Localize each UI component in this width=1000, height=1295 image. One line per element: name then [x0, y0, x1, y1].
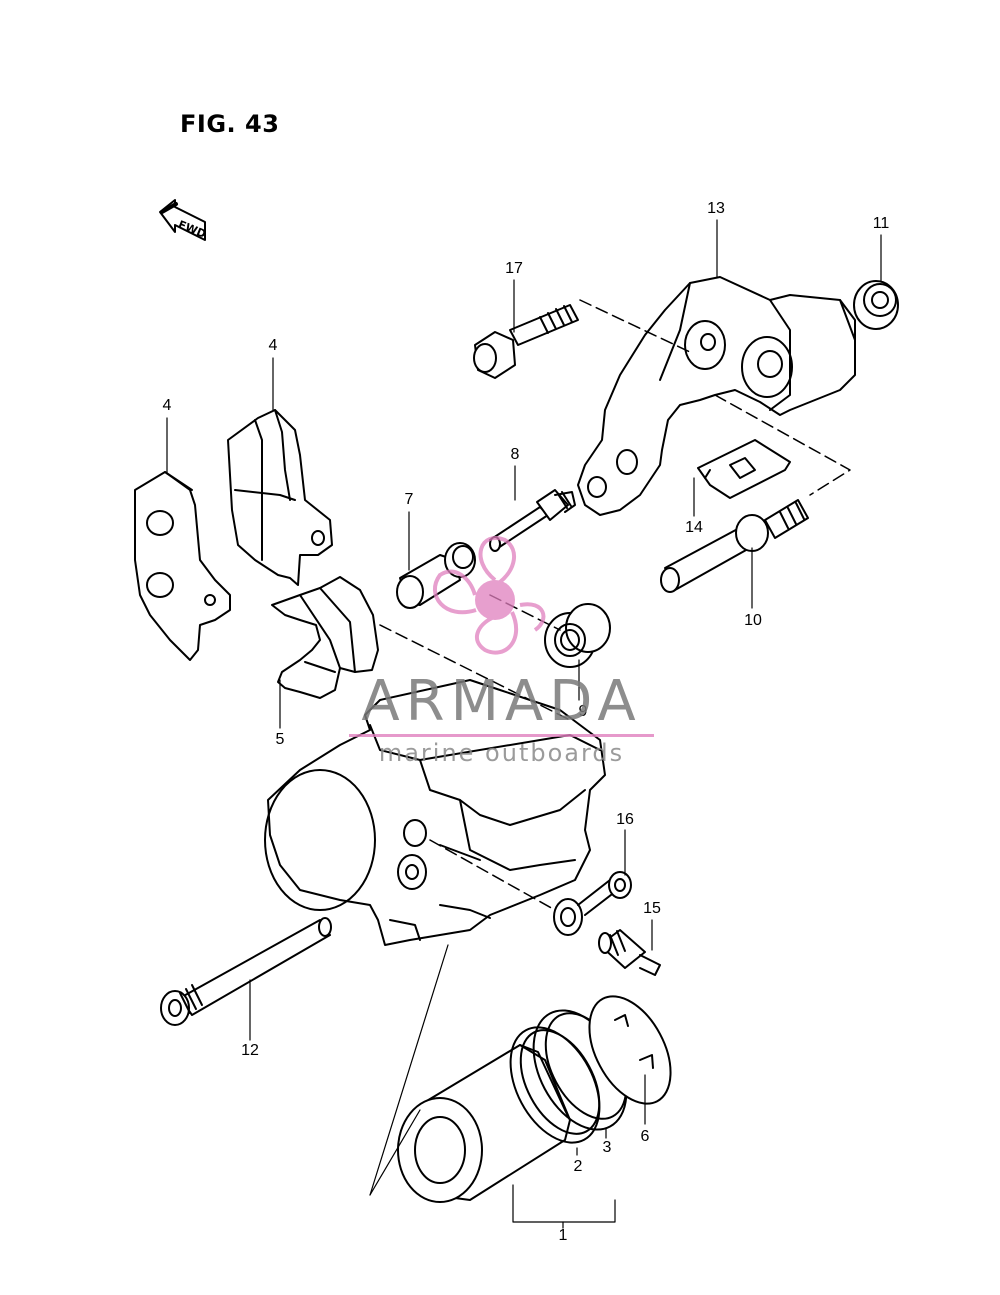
bleeder-cap [553, 871, 632, 936]
bracket-bolt [473, 304, 579, 379]
slide-pin-long [660, 499, 809, 593]
armada-logo-icon [433, 536, 546, 655]
callout-5: 5 [275, 731, 285, 748]
callout-2: 2 [573, 1158, 583, 1175]
piston-seals [509, 1009, 628, 1144]
callout-11: 11 [872, 215, 890, 232]
pad-spring [271, 576, 379, 699]
flange-nut [853, 280, 899, 330]
callout-4-pad: 4 [268, 337, 278, 354]
brake-pad [227, 409, 333, 586]
callout-14: 14 [685, 519, 703, 536]
caliper-bracket [577, 276, 856, 516]
callout-16: 16 [616, 811, 634, 828]
callout-3: 3 [602, 1139, 612, 1156]
watermark-tagline: marine outboards [378, 739, 625, 767]
callout-6: 6 [640, 1128, 650, 1145]
pin-bolt [489, 489, 576, 552]
callout-7: 7 [404, 491, 414, 508]
piston-boot [588, 995, 672, 1105]
watermark-rule [349, 734, 654, 737]
slide-pin-small [396, 542, 476, 609]
callout-12: 12 [241, 1042, 259, 1059]
figure-title: FIG. 43 [180, 110, 280, 138]
fwd-arrow-icon: FWD [159, 199, 208, 241]
watermark-brand: ARMADA [361, 669, 642, 734]
watermark: ARMADA marine outboards [349, 672, 654, 767]
callout-9: 9 [578, 703, 588, 720]
dust-boot [544, 603, 611, 668]
callout-15: 15 [643, 900, 661, 917]
callout-10: 10 [744, 612, 762, 629]
bleeder-valve [598, 929, 661, 976]
callout-17: 17 [505, 260, 523, 277]
long-slide-pin [160, 917, 332, 1026]
pad-shim-plate [134, 471, 231, 661]
caliper-piston [397, 1044, 571, 1203]
callout-8: 8 [510, 446, 520, 463]
callout-4-shim: 4 [162, 397, 172, 414]
callout-13: 13 [707, 200, 725, 217]
callout-1: 1 [558, 1227, 568, 1244]
retaining-clip [697, 439, 791, 499]
